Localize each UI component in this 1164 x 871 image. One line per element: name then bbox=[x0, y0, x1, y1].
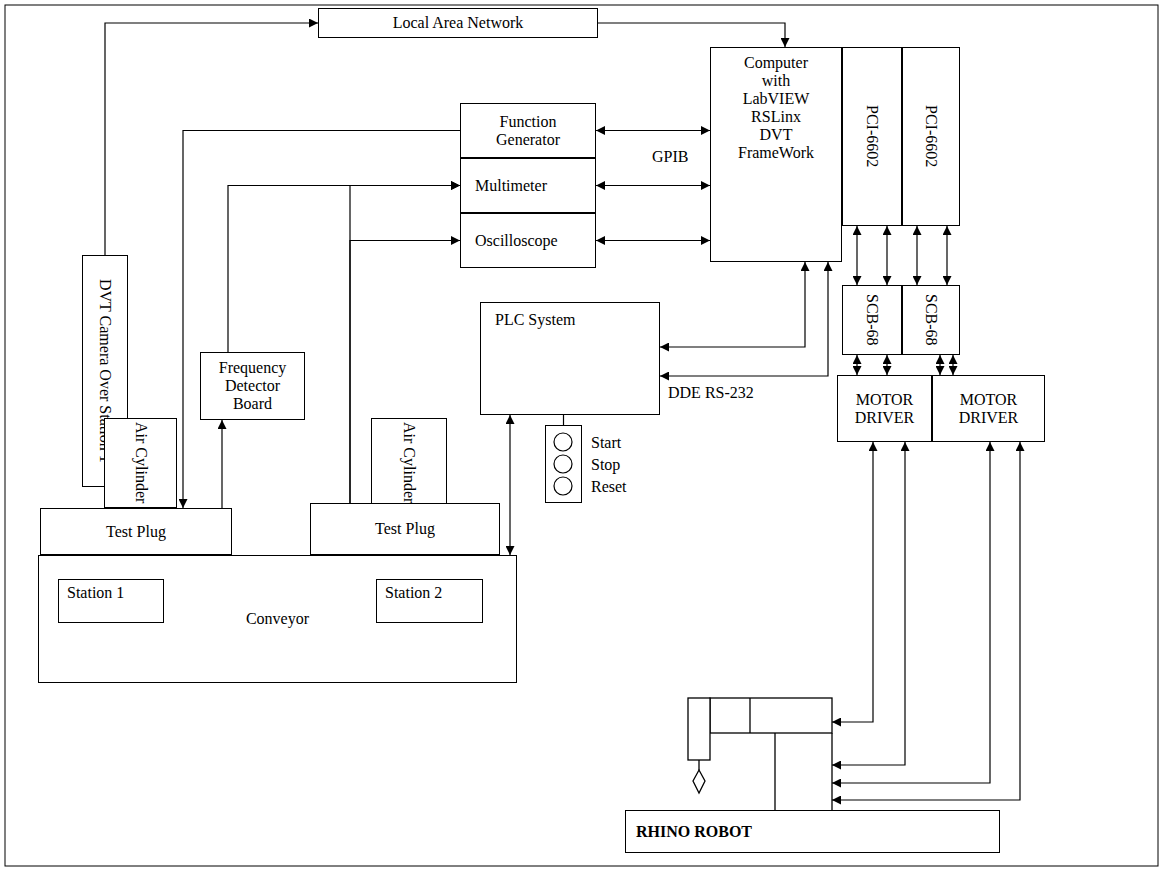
push-button bbox=[554, 455, 572, 473]
robot-arm bbox=[688, 698, 832, 810]
button-panel: StartStopReset bbox=[545, 425, 582, 503]
plc-box: PLC System bbox=[480, 302, 660, 415]
detector-board: Frequency Detector Board bbox=[200, 352, 305, 420]
daq-card: PCI-6602 bbox=[842, 47, 902, 226]
robot-gripper-stem bbox=[698, 760, 699, 770]
node-label: Air Cylinder bbox=[132, 422, 150, 503]
test-plug: Test Plug bbox=[310, 503, 500, 555]
connector bbox=[183, 131, 460, 509]
bus-label: DDE RS-232 bbox=[666, 384, 756, 402]
connector bbox=[221, 420, 222, 508]
node-label: Oscilloscope bbox=[475, 232, 558, 250]
daq-card: PCI-6602 bbox=[902, 47, 960, 226]
connector bbox=[509, 415, 510, 555]
robot-body bbox=[831, 733, 832, 810]
robot-wrist bbox=[688, 698, 710, 760]
connector bbox=[596, 130, 710, 131]
button-label: Start bbox=[591, 434, 621, 452]
connector bbox=[856, 355, 857, 375]
node-label: Air Cylinder bbox=[400, 422, 418, 503]
node-label: Station 2 bbox=[385, 584, 442, 602]
node-label: MOTOR DRIVER bbox=[959, 391, 1019, 427]
connector bbox=[660, 262, 828, 376]
motor-wire bbox=[832, 442, 990, 783]
panel-buttons bbox=[554, 433, 572, 495]
computer-box: Computer with LabVIEW RSLinx DVT FrameWo… bbox=[710, 47, 842, 262]
connector bbox=[856, 226, 857, 285]
node-label: Function Generator bbox=[496, 113, 560, 149]
bus-label: GPIB bbox=[650, 148, 690, 166]
motor-driver: MOTOR DRIVER bbox=[837, 375, 932, 442]
node-label: Test Plug bbox=[375, 520, 435, 538]
station-box: Station 2 bbox=[376, 579, 483, 623]
node-label: Local Area Network bbox=[393, 14, 524, 32]
frame bbox=[5, 5, 1158, 866]
push-button bbox=[554, 433, 572, 451]
node-label: MOTOR DRIVER bbox=[855, 391, 915, 427]
connector bbox=[886, 355, 887, 375]
instrument-box: Function Generator bbox=[460, 103, 596, 158]
connector bbox=[660, 262, 805, 347]
connector bbox=[228, 186, 460, 353]
connector bbox=[105, 23, 318, 255]
connector bbox=[598, 23, 785, 47]
robot-body bbox=[774, 733, 775, 810]
node-label: Station 1 bbox=[67, 584, 124, 602]
connector-block: SCB-68 bbox=[842, 285, 902, 355]
instrument-box: Multimeter bbox=[460, 158, 596, 213]
node-label: PCI-6602 bbox=[863, 105, 881, 167]
connector bbox=[952, 355, 953, 375]
instrument-box: Oscilloscope bbox=[460, 213, 596, 268]
node-label: PCI-6602 bbox=[922, 105, 940, 167]
button-label: Stop bbox=[591, 456, 620, 474]
robot-base: RHINO ROBOT bbox=[625, 810, 1000, 853]
robot-joint bbox=[749, 698, 750, 733]
node-label: Multimeter bbox=[475, 177, 547, 195]
node-label: SCB-68 bbox=[863, 294, 881, 346]
node-label: RHINO ROBOT bbox=[636, 823, 752, 841]
node-label: Computer with LabVIEW RSLinx DVT FrameWo… bbox=[738, 54, 814, 162]
motor-driver: MOTOR DRIVER bbox=[932, 375, 1045, 442]
motor-wire bbox=[832, 442, 905, 765]
air-cylinder: Air Cylinder bbox=[104, 418, 177, 508]
button-label: Reset bbox=[591, 478, 627, 496]
connector bbox=[563, 415, 564, 425]
push-button bbox=[554, 477, 572, 495]
node-label: Conveyor bbox=[246, 610, 309, 628]
air-cylinder: Air Cylinder bbox=[371, 418, 447, 508]
connector-block: SCB-68 bbox=[902, 285, 960, 355]
station-box: Station 1 bbox=[58, 579, 164, 623]
motor-wires bbox=[832, 442, 1020, 800]
network-box: Local Area Network bbox=[318, 8, 598, 38]
conveyor-box: Conveyor Station 1 Station 2 bbox=[38, 555, 517, 683]
connector bbox=[886, 226, 887, 285]
node-label: PLC System bbox=[495, 311, 575, 329]
robot-arm-link bbox=[710, 698, 832, 733]
connector bbox=[916, 226, 917, 285]
node-label: Test Plug bbox=[106, 523, 166, 541]
connector bbox=[939, 355, 940, 375]
connector bbox=[596, 185, 710, 186]
motor-wire bbox=[832, 442, 873, 722]
node-label: SCB-68 bbox=[922, 294, 940, 346]
test-plug: Test Plug bbox=[40, 508, 232, 555]
connector bbox=[946, 226, 947, 285]
robot-gripper bbox=[693, 770, 705, 793]
motor-wire bbox=[832, 442, 1020, 800]
node-label: Frequency Detector Board bbox=[219, 359, 287, 413]
connector bbox=[596, 240, 710, 241]
